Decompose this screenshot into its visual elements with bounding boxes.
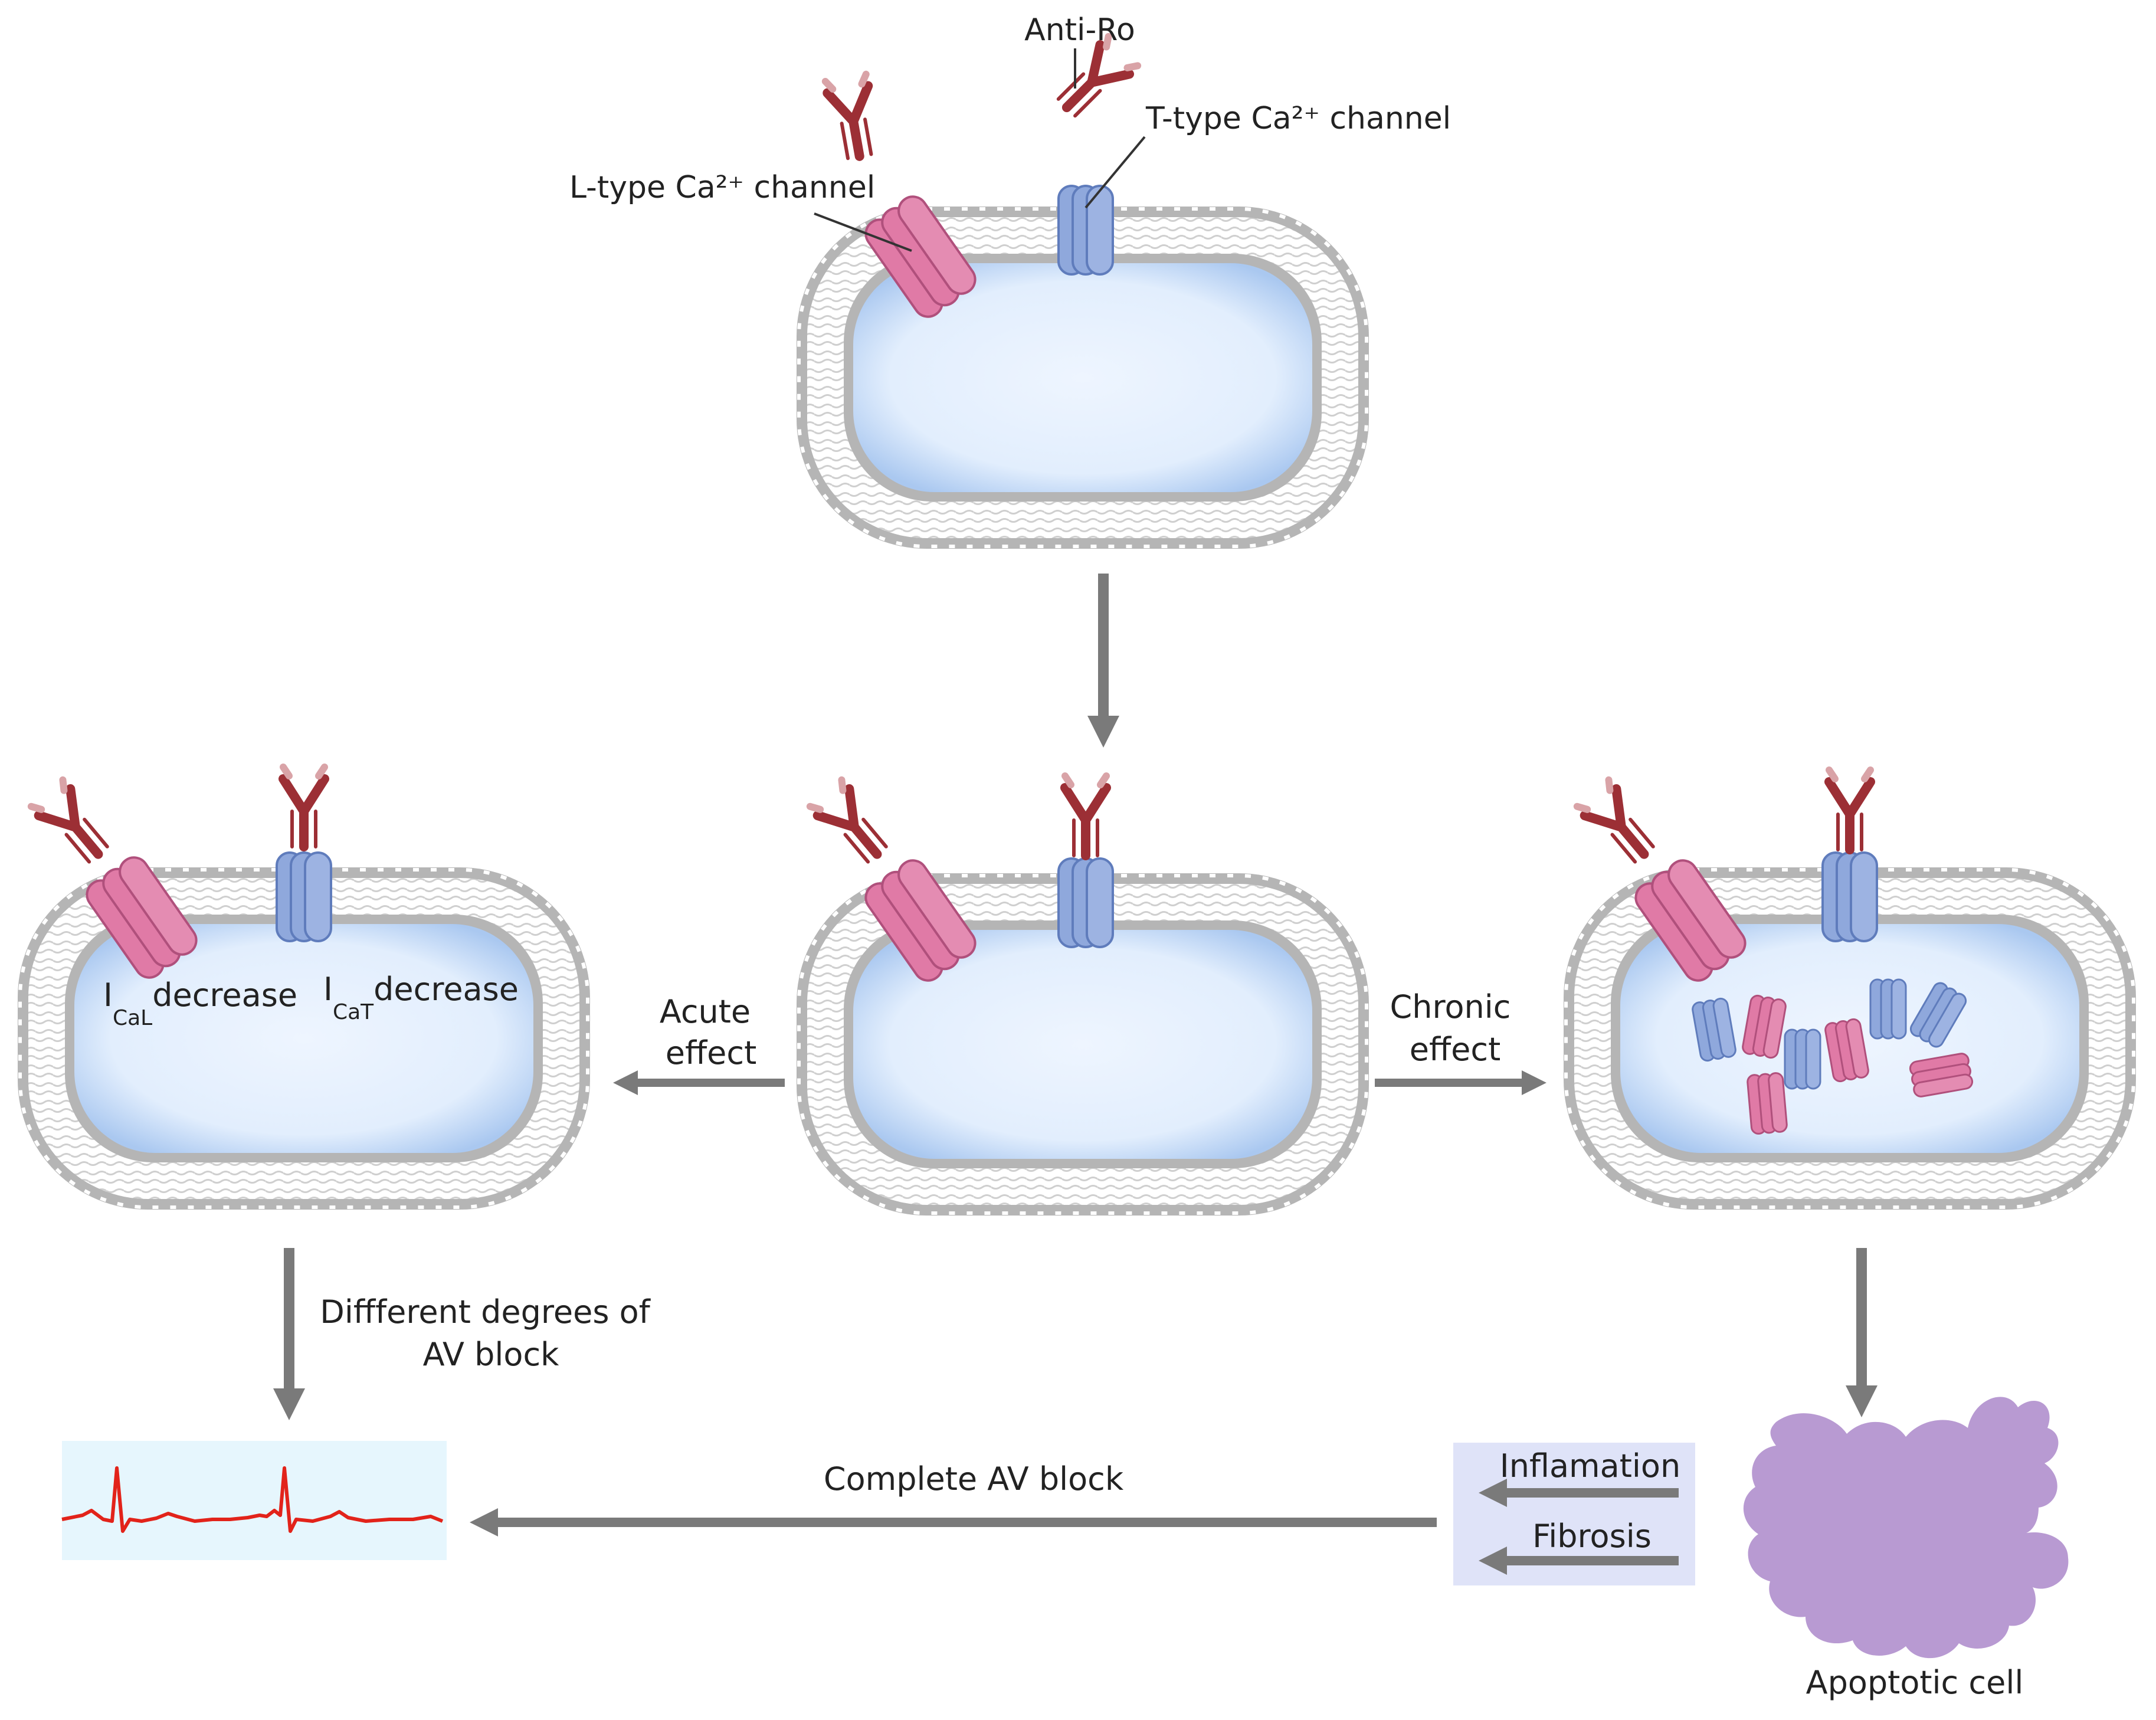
y-shaped-antibody-icon [1052,37,1138,122]
y-shaped-antibody-icon [825,74,880,160]
y-shaped-antibody-icon [810,780,893,867]
l-type-label: L-type Ca²⁺ channel [569,170,875,205]
cell-right [1564,770,2136,1210]
ical-decrease-label: ICaLdecrease [103,977,297,1030]
y-shaped-antibody-icon [283,767,325,847]
t-type-channel-icon [276,851,332,942]
internalized-t-channel-icon [1869,978,1907,1040]
process-box [1453,1443,1695,1585]
ecg-trace-icon [61,1441,447,1560]
y-shaped-antibody-icon [1829,770,1870,850]
internalized-l-channel-icon [1746,1072,1788,1135]
t-type-channel-icon [1057,185,1114,276]
l-type-leader [814,212,912,252]
t-type-channel-icon [1821,851,1878,942]
t-type-channel-icon [1057,857,1114,948]
cell-center [797,776,1369,1216]
apoptotic-cell-label: Apoptotic cell [1806,1664,2024,1701]
t-type-label: T-type Ca²⁺ channel [1145,101,1451,136]
fibrosis-label: Fibrosis [1532,1518,1652,1555]
icat-decrease-label: ICaTdecrease [323,971,519,1024]
y-shaped-antibody-icon [31,780,114,867]
y-shaped-antibody-icon [1065,776,1106,856]
y-shaped-antibody-icon [1577,780,1660,867]
internalized-t-channel-icon [1784,1028,1821,1090]
inflammation-label: Inflamation [1500,1447,1680,1485]
anti-ro-label: Anti-Ro [1024,12,1135,48]
complete-av-block-label: Complete AV block [824,1460,1124,1498]
t-type-leader [1084,136,1146,209]
apoptotic-cell-icon [1743,1397,2069,1659]
